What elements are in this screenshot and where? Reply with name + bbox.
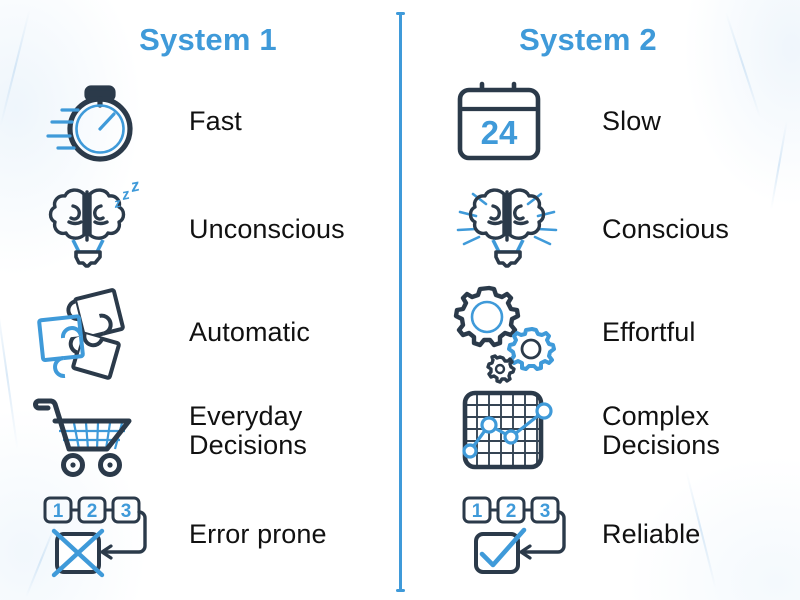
calendar-number: 24: [481, 114, 518, 151]
svg-text:2: 2: [86, 501, 97, 522]
row-label: Reliable: [602, 519, 701, 550]
line-chart-grid-icon: [422, 383, 592, 479]
column-title-system-1: System 1: [139, 22, 277, 57]
row-label: Conscious: [602, 214, 729, 245]
row-label: Everyday Decisions: [189, 400, 307, 460]
steps-check-icon: 1 2 3: [422, 487, 592, 583]
row-automatic: Automatic: [0, 285, 400, 381]
row-complex-decisions: Complex Decisions: [400, 383, 800, 479]
brain-bulb-shining-icon: [422, 182, 592, 278]
steps-error-icon: 1 2 3: [0, 487, 175, 583]
row-effortful: Effortful: [400, 285, 800, 384]
shopping-cart-icon: [0, 383, 175, 479]
column-system-2: System 2 24 Slow: [400, 0, 800, 600]
svg-text:z: z: [111, 195, 122, 211]
row-label: Fast: [189, 106, 242, 137]
svg-text:2: 2: [506, 501, 517, 522]
svg-text:3: 3: [120, 501, 131, 522]
row-label: Unconscious: [189, 214, 345, 245]
row-everyday-decisions: Everyday Decisions: [0, 383, 400, 479]
row-label: Error prone: [189, 519, 327, 550]
svg-text:3: 3: [540, 501, 551, 522]
svg-text:1: 1: [472, 501, 483, 522]
row-error-prone: 1 2 3 Error prone: [0, 487, 400, 583]
row-slow: 24 Slow: [400, 74, 800, 170]
row-conscious: Conscious: [400, 182, 800, 278]
calendar-icon: 24: [422, 74, 592, 170]
row-label: Complex Decisions: [602, 400, 720, 460]
puzzle-pieces-icon: [0, 285, 175, 381]
row-label: Effortful: [602, 317, 696, 348]
column-divider: [396, 12, 405, 592]
svg-text:z: z: [127, 175, 141, 196]
column-title-system-2: System 2: [519, 22, 657, 57]
svg-text:z: z: [119, 186, 131, 204]
stopwatch-icon: [0, 74, 175, 170]
row-label: Automatic: [189, 317, 310, 348]
svg-text:1: 1: [52, 501, 63, 522]
gears-icon: [422, 285, 592, 384]
column-system-1: System 1: [0, 22, 400, 583]
brain-bulb-sleeping-icon: z z z: [0, 175, 175, 278]
row-reliable: 1 2 3 Reliable: [400, 487, 800, 583]
row-fast: Fast: [0, 74, 400, 170]
row-unconscious: z z z Unconscious: [0, 175, 400, 278]
row-label: Slow: [602, 106, 661, 137]
